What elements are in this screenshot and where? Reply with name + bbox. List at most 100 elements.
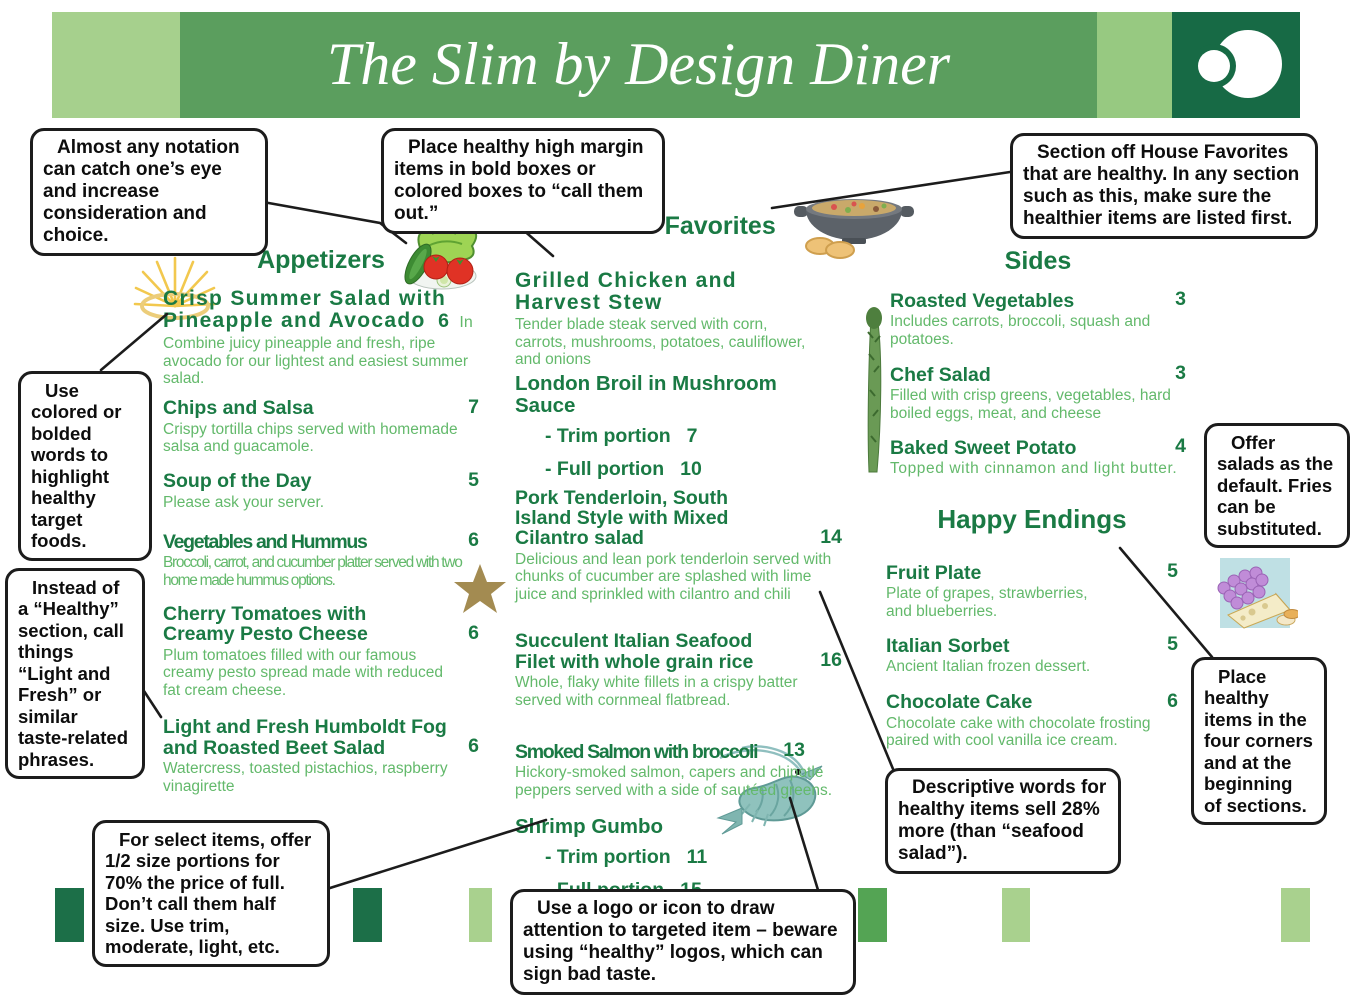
callout-half-portions: For select items, offer 1/2 size portion… bbox=[92, 820, 330, 967]
color-swatch-light bbox=[469, 888, 492, 942]
item-description: Broccoli, carrot, and cucumber platter s… bbox=[163, 554, 463, 589]
callout-offer-salads: Offer salads as the default. Fries can b… bbox=[1204, 423, 1350, 549]
callout-descriptive-words: Descriptive words for healthy items sell… bbox=[885, 768, 1121, 875]
menu-item: Soup of the Day 5 Please ask your server… bbox=[163, 469, 479, 512]
item-description: Watercress, toasted pistachios, raspberr… bbox=[163, 760, 448, 795]
sun-icon bbox=[133, 256, 217, 320]
item-description: Plate of grapes, strawberries, and blueb… bbox=[886, 585, 1088, 620]
item-price: 6 bbox=[1167, 689, 1178, 712]
color-swatch-light bbox=[1281, 888, 1310, 942]
logo-tile bbox=[1172, 12, 1300, 118]
item-name: Shrimp Gumbo bbox=[515, 815, 664, 839]
color-swatch-medium bbox=[858, 888, 887, 942]
star-icon bbox=[454, 564, 506, 613]
menu-item: Chef Salad 3 Filled with crisp greens, v… bbox=[890, 362, 1186, 422]
color-swatch-dark bbox=[353, 888, 382, 942]
asparagus-icon bbox=[866, 307, 882, 473]
item-description: Delicious and lean pork tenderloin serve… bbox=[515, 550, 832, 603]
menu-item: London Broil in Mushroom Sauce - Trim po… bbox=[515, 371, 842, 481]
item-price: 6 bbox=[468, 735, 479, 758]
menu-item: Pork Tenderloin, South Island Style with… bbox=[515, 486, 842, 604]
happy-endings-section: Happy Endings Fruit Plate 5 Plate of gra… bbox=[886, 504, 1178, 750]
menu-item: Vegetables and Hummus 6 Broccoli, carrot… bbox=[163, 529, 479, 589]
menu-item: Cherry Tomatoes with Creamy Pesto Cheese… bbox=[163, 604, 479, 699]
item-name: Pork Tenderloin, South Island Style with… bbox=[515, 486, 729, 550]
item-name: Smoked Salmon with broccoli bbox=[515, 740, 759, 763]
menu-item: Succulent Italian Seafood Filet with who… bbox=[515, 631, 842, 709]
item-name: Light and Fresh Humboldt Fog and Roasted… bbox=[163, 716, 447, 759]
callout-section-off: Section off House Favorites that are hea… bbox=[1010, 133, 1318, 240]
section-heading-appetizers: Appetizers bbox=[257, 246, 385, 274]
item-price: 7 bbox=[468, 395, 479, 418]
menu-item: Roasted Vegetables 3 Includes carrots, b… bbox=[890, 288, 1186, 348]
item-price: 4 bbox=[1175, 435, 1186, 457]
callout-notation: Almost any notation can catch one’s eye … bbox=[30, 128, 268, 257]
item-name: Cherry Tomatoes with Creamy Pesto Cheese bbox=[163, 603, 368, 646]
section-heading-happy-endings: Happy Endings bbox=[937, 504, 1127, 534]
menu-item: Fruit Plate 5 Plate of grapes, strawberr… bbox=[886, 560, 1178, 620]
menu-item: Grilled Chicken and Harvest Stew Tender … bbox=[515, 269, 805, 369]
item-price: 6 bbox=[468, 621, 479, 644]
menu-item: Chips and Salsa 7 Crispy tortilla chips … bbox=[163, 396, 479, 456]
option-price: 7 bbox=[686, 424, 698, 447]
item-price: 3 bbox=[1175, 288, 1186, 310]
item-price: 6 bbox=[468, 529, 479, 551]
item-name: Soup of the Day bbox=[163, 470, 312, 493]
item-name: Chef Salad bbox=[890, 363, 991, 386]
item-name: Italian Sorbet bbox=[886, 634, 1010, 657]
item-description: Combine juicy pineapple and fresh, ripe … bbox=[163, 335, 468, 387]
menu-item: Light and Fresh Humboldt Fog and Roasted… bbox=[163, 717, 479, 795]
item-name: Fruit Plate bbox=[886, 561, 982, 584]
appetizers-section: Appetizers Crisp Summer Salad with Pinea… bbox=[163, 246, 479, 795]
menu-item: Chocolate Cake 6 Chocolate cake with cho… bbox=[886, 690, 1178, 750]
item-name: Chocolate Cake bbox=[886, 691, 1033, 714]
menu-item: Smoked Salmon with broccoli 13 Hickory-s… bbox=[515, 739, 842, 799]
callout-light-and-fresh: Instead of a “Healthy” section, call thi… bbox=[5, 568, 145, 780]
item-name: Chips and Salsa bbox=[163, 397, 314, 420]
item-description: Filled with crisp greens, vegetables, ha… bbox=[890, 387, 1171, 422]
item-name: Succulent Italian Seafood Filet with who… bbox=[515, 630, 754, 673]
item-name: Crisp Summer Salad with Pineapple and Av… bbox=[163, 287, 447, 332]
item-description: Tender blade steak served with corn, car… bbox=[515, 316, 806, 368]
item-suffix: In bbox=[459, 314, 473, 331]
item-description: Ancient Italian frozen dessert. bbox=[886, 658, 1091, 675]
item-price: 6 bbox=[438, 310, 449, 332]
item-price: 13 bbox=[783, 739, 805, 762]
item-price: 5 bbox=[1167, 633, 1178, 655]
item-description: Includes carrots, broccoli, squash and p… bbox=[890, 313, 1151, 348]
item-price: 3 bbox=[1175, 362, 1186, 384]
item-description: Hickory-smoked salmon, capers and chipot… bbox=[515, 764, 833, 799]
item-price: 14 bbox=[820, 525, 842, 548]
item-name: London Broil in Mushroom Sauce bbox=[515, 371, 777, 417]
page-title: The Slim by Design Diner bbox=[180, 12, 1152, 118]
section-heading-sides: Sides bbox=[1004, 247, 1072, 275]
callout-bold-boxes: Place healthy high margin items in bold … bbox=[381, 128, 665, 235]
item-name: Baked Sweet Potato bbox=[890, 436, 1077, 459]
item-name: Roasted Vegetables bbox=[890, 289, 1075, 312]
item-price: 5 bbox=[468, 468, 479, 491]
item-name: Vegetables and Hummus bbox=[163, 530, 368, 553]
option-price: 11 bbox=[686, 846, 708, 869]
color-swatch-dark bbox=[55, 888, 84, 942]
dessert-icon bbox=[1217, 558, 1298, 629]
header-light-block bbox=[52, 12, 180, 118]
menu-item: Crisp Summer Salad with Pineapple and Av… bbox=[163, 288, 479, 388]
item-description: Crispy tortilla chips served with homema… bbox=[163, 420, 458, 456]
item-description: Please ask your server. bbox=[163, 493, 325, 511]
callout-place-healthy: Place healthy items in the four corners … bbox=[1191, 657, 1327, 826]
color-swatch-light bbox=[1002, 888, 1030, 942]
item-price: 5 bbox=[1167, 560, 1178, 582]
item-description: Chocolate cake with chocolate frosting p… bbox=[886, 714, 1151, 750]
item-name: Grilled Chicken and Harvest Stew bbox=[515, 269, 737, 314]
diner-logo-icon bbox=[1192, 30, 1282, 98]
callout-use-colored-words: Use colored or bolded words to highlight… bbox=[18, 371, 152, 561]
callout-logo-icon: Use a logo or icon to draw attention to … bbox=[510, 889, 856, 996]
item-description: Topped with cinnamon and light butter. bbox=[890, 460, 1178, 477]
menu-item: Italian Sorbet 5 Ancient Italian frozen … bbox=[886, 633, 1178, 676]
item-description: Plum tomatoes filled with our famous cre… bbox=[163, 646, 444, 699]
item-description: Whole, flaky white fillets in a crispy b… bbox=[515, 674, 798, 709]
